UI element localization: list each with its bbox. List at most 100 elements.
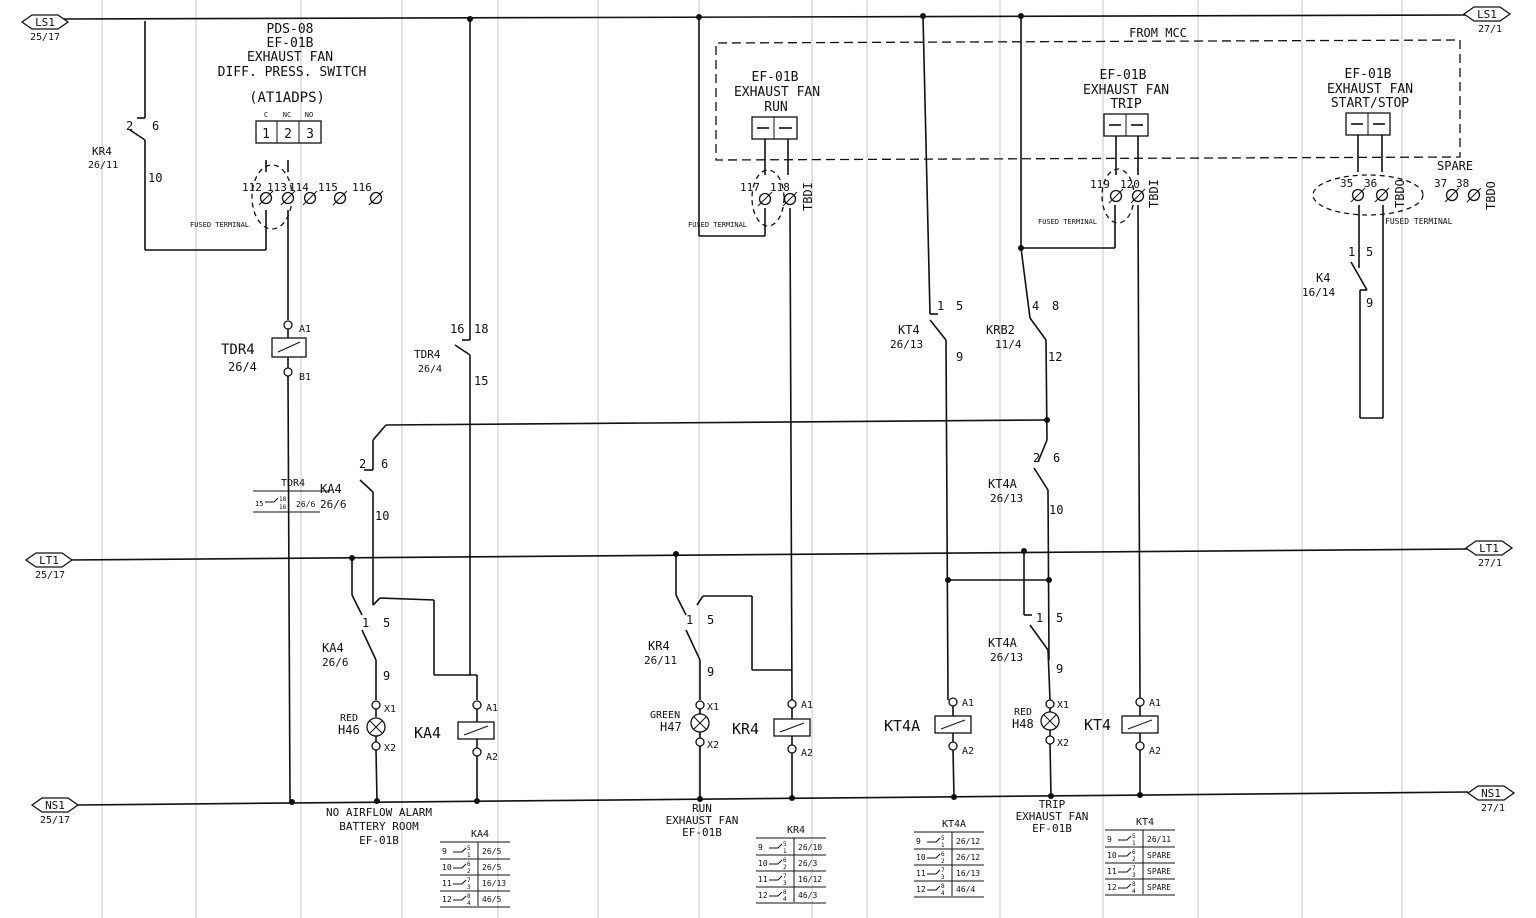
svg-text:5: 5	[941, 835, 945, 842]
svg-text:9: 9	[383, 669, 390, 683]
svg-text:112: 112	[242, 181, 262, 194]
svg-text:26/12: 26/12	[956, 837, 980, 846]
ref-table-title: KT4	[1136, 817, 1154, 828]
svg-text:10: 10	[916, 853, 926, 862]
mcc-boundary: FROM MCC	[715, 26, 1461, 161]
kr4-top-name: KR4	[92, 145, 112, 158]
ref-table-title: KA4	[471, 829, 489, 840]
svg-text:A2: A2	[801, 748, 813, 759]
svg-text:1: 1	[467, 852, 471, 859]
svg-text:8: 8	[783, 889, 787, 896]
svg-text:10: 10	[375, 509, 389, 523]
run-caption: RUN EXHAUST FAN EF-01B	[666, 802, 739, 839]
rail-ns1-left-tag	[30, 797, 80, 813]
terminal-symbol	[1130, 188, 1146, 204]
svg-text:NO: NO	[305, 111, 313, 119]
svg-text:1: 1	[941, 842, 945, 849]
svg-text:RED: RED	[1014, 707, 1032, 718]
kt4-top-name: KT4	[898, 323, 920, 337]
terminal-symbol	[757, 191, 773, 207]
svg-text:4: 4	[467, 900, 471, 907]
svg-text:X2: X2	[707, 740, 719, 751]
rail-lt1-left-ref: 25/17	[35, 570, 65, 581]
svg-text:8: 8	[1132, 881, 1136, 888]
lamp-h48-group: X1 X2 RED H48	[1012, 699, 1069, 799]
svg-text:9: 9	[1056, 662, 1063, 676]
rail-ls1-left-tag	[20, 14, 70, 30]
rail-ls1-left-ref: 25/17	[30, 32, 60, 43]
terminal-symbol	[1466, 187, 1482, 203]
svg-text:2: 2	[359, 457, 366, 471]
svg-text:START/STOP: START/STOP	[1331, 96, 1409, 111]
background-grid	[101, 0, 1403, 918]
svg-text:NO AIRFLOW ALARM: NO AIRFLOW ALARM	[326, 806, 432, 819]
kr4-lower-branch: 1 5 9 KR4 26/11 X1 X2 GREEN H47 A1 A2 KR…	[644, 551, 813, 802]
svg-text:X2: X2	[384, 743, 396, 754]
svg-text:9: 9	[916, 837, 921, 846]
kt4-coil-group: A1 A2 KT4	[1084, 697, 1161, 798]
svg-text:6: 6	[941, 851, 945, 858]
kr4-lower-name: KR4	[648, 639, 670, 653]
svg-text:16: 16	[450, 322, 464, 336]
svg-text:9: 9	[1366, 296, 1373, 310]
fused-terminal-label-1: FUSED TERMINAL	[190, 221, 249, 229]
terminal-symbol	[1108, 188, 1124, 204]
svg-text:5: 5	[707, 613, 714, 627]
svg-text:10: 10	[1049, 503, 1063, 517]
rail-ls1-right-tag	[1462, 6, 1512, 22]
terminal-symbol	[1444, 187, 1460, 203]
svg-text:26/6: 26/6	[320, 498, 347, 511]
terminal-symbol	[1374, 187, 1390, 203]
svg-text:1: 1	[262, 127, 270, 142]
svg-text:SPARE: SPARE	[1147, 851, 1171, 860]
svg-text:EF-01B: EF-01B	[1032, 822, 1072, 835]
svg-text:5: 5	[1366, 245, 1373, 259]
switch-line1: PDS-08	[267, 22, 314, 37]
svg-text:5: 5	[467, 845, 471, 852]
svg-text:11: 11	[916, 869, 926, 878]
switch-terminal-block	[255, 120, 322, 144]
ref-table-row: 9 51 26/12	[914, 835, 984, 850]
svg-text:15: 15	[255, 500, 263, 508]
svg-text:11: 11	[1107, 867, 1117, 876]
svg-text:7: 7	[783, 873, 787, 880]
svg-text:15: 15	[474, 374, 488, 388]
svg-text:16/13: 16/13	[956, 869, 980, 878]
svg-text:EXHAUST FAN: EXHAUST FAN	[666, 814, 739, 827]
svg-text:16: 16	[279, 504, 287, 511]
svg-text:A1: A1	[486, 703, 498, 714]
svg-text:X1: X1	[707, 702, 719, 713]
rail-ns1: NS1 25/17 NS1 27/1	[30, 785, 1516, 826]
terminal-symbol	[782, 191, 798, 207]
svg-text:SPARE: SPARE	[1147, 883, 1171, 892]
svg-text:26/11: 26/11	[1147, 835, 1171, 844]
svg-text:6: 6	[1132, 849, 1136, 856]
svg-text:9: 9	[707, 665, 714, 679]
krb2-contact: 4 8 12 KRB2 11/4	[986, 13, 1116, 441]
svg-text:9: 9	[758, 843, 763, 852]
svg-text:7: 7	[1132, 865, 1136, 872]
svg-text:1: 1	[783, 848, 787, 855]
svg-text:6: 6	[783, 857, 787, 864]
kt4a-upper-name: KT4A	[988, 477, 1018, 491]
svg-text:26/6: 26/6	[322, 656, 349, 669]
svg-text:2: 2	[126, 119, 133, 133]
svg-text:26/11: 26/11	[88, 160, 118, 171]
svg-text:26/10: 26/10	[798, 843, 822, 852]
fused-terminal-group-3: 119 120 FUSED TERMINAL TBDI	[1038, 168, 1161, 701]
fused-terminal-label-4: FUSED TERMINAL	[1385, 217, 1453, 226]
svg-text:2: 2	[1033, 451, 1040, 465]
svg-text:A2: A2	[486, 752, 498, 763]
kt4-top-contact: 1 5 9 KT4 26/13	[890, 13, 963, 701]
kt4a-lower-contact: 1 5 9 KT4A 26/13	[945, 548, 1063, 701]
fused-terminal-label-3: FUSED TERMINAL	[1038, 218, 1097, 226]
tdr4-contact: 16 18 15 TDR4 26/4	[414, 16, 488, 675]
svg-text:117: 117	[740, 181, 760, 194]
svg-text:9: 9	[956, 350, 963, 364]
